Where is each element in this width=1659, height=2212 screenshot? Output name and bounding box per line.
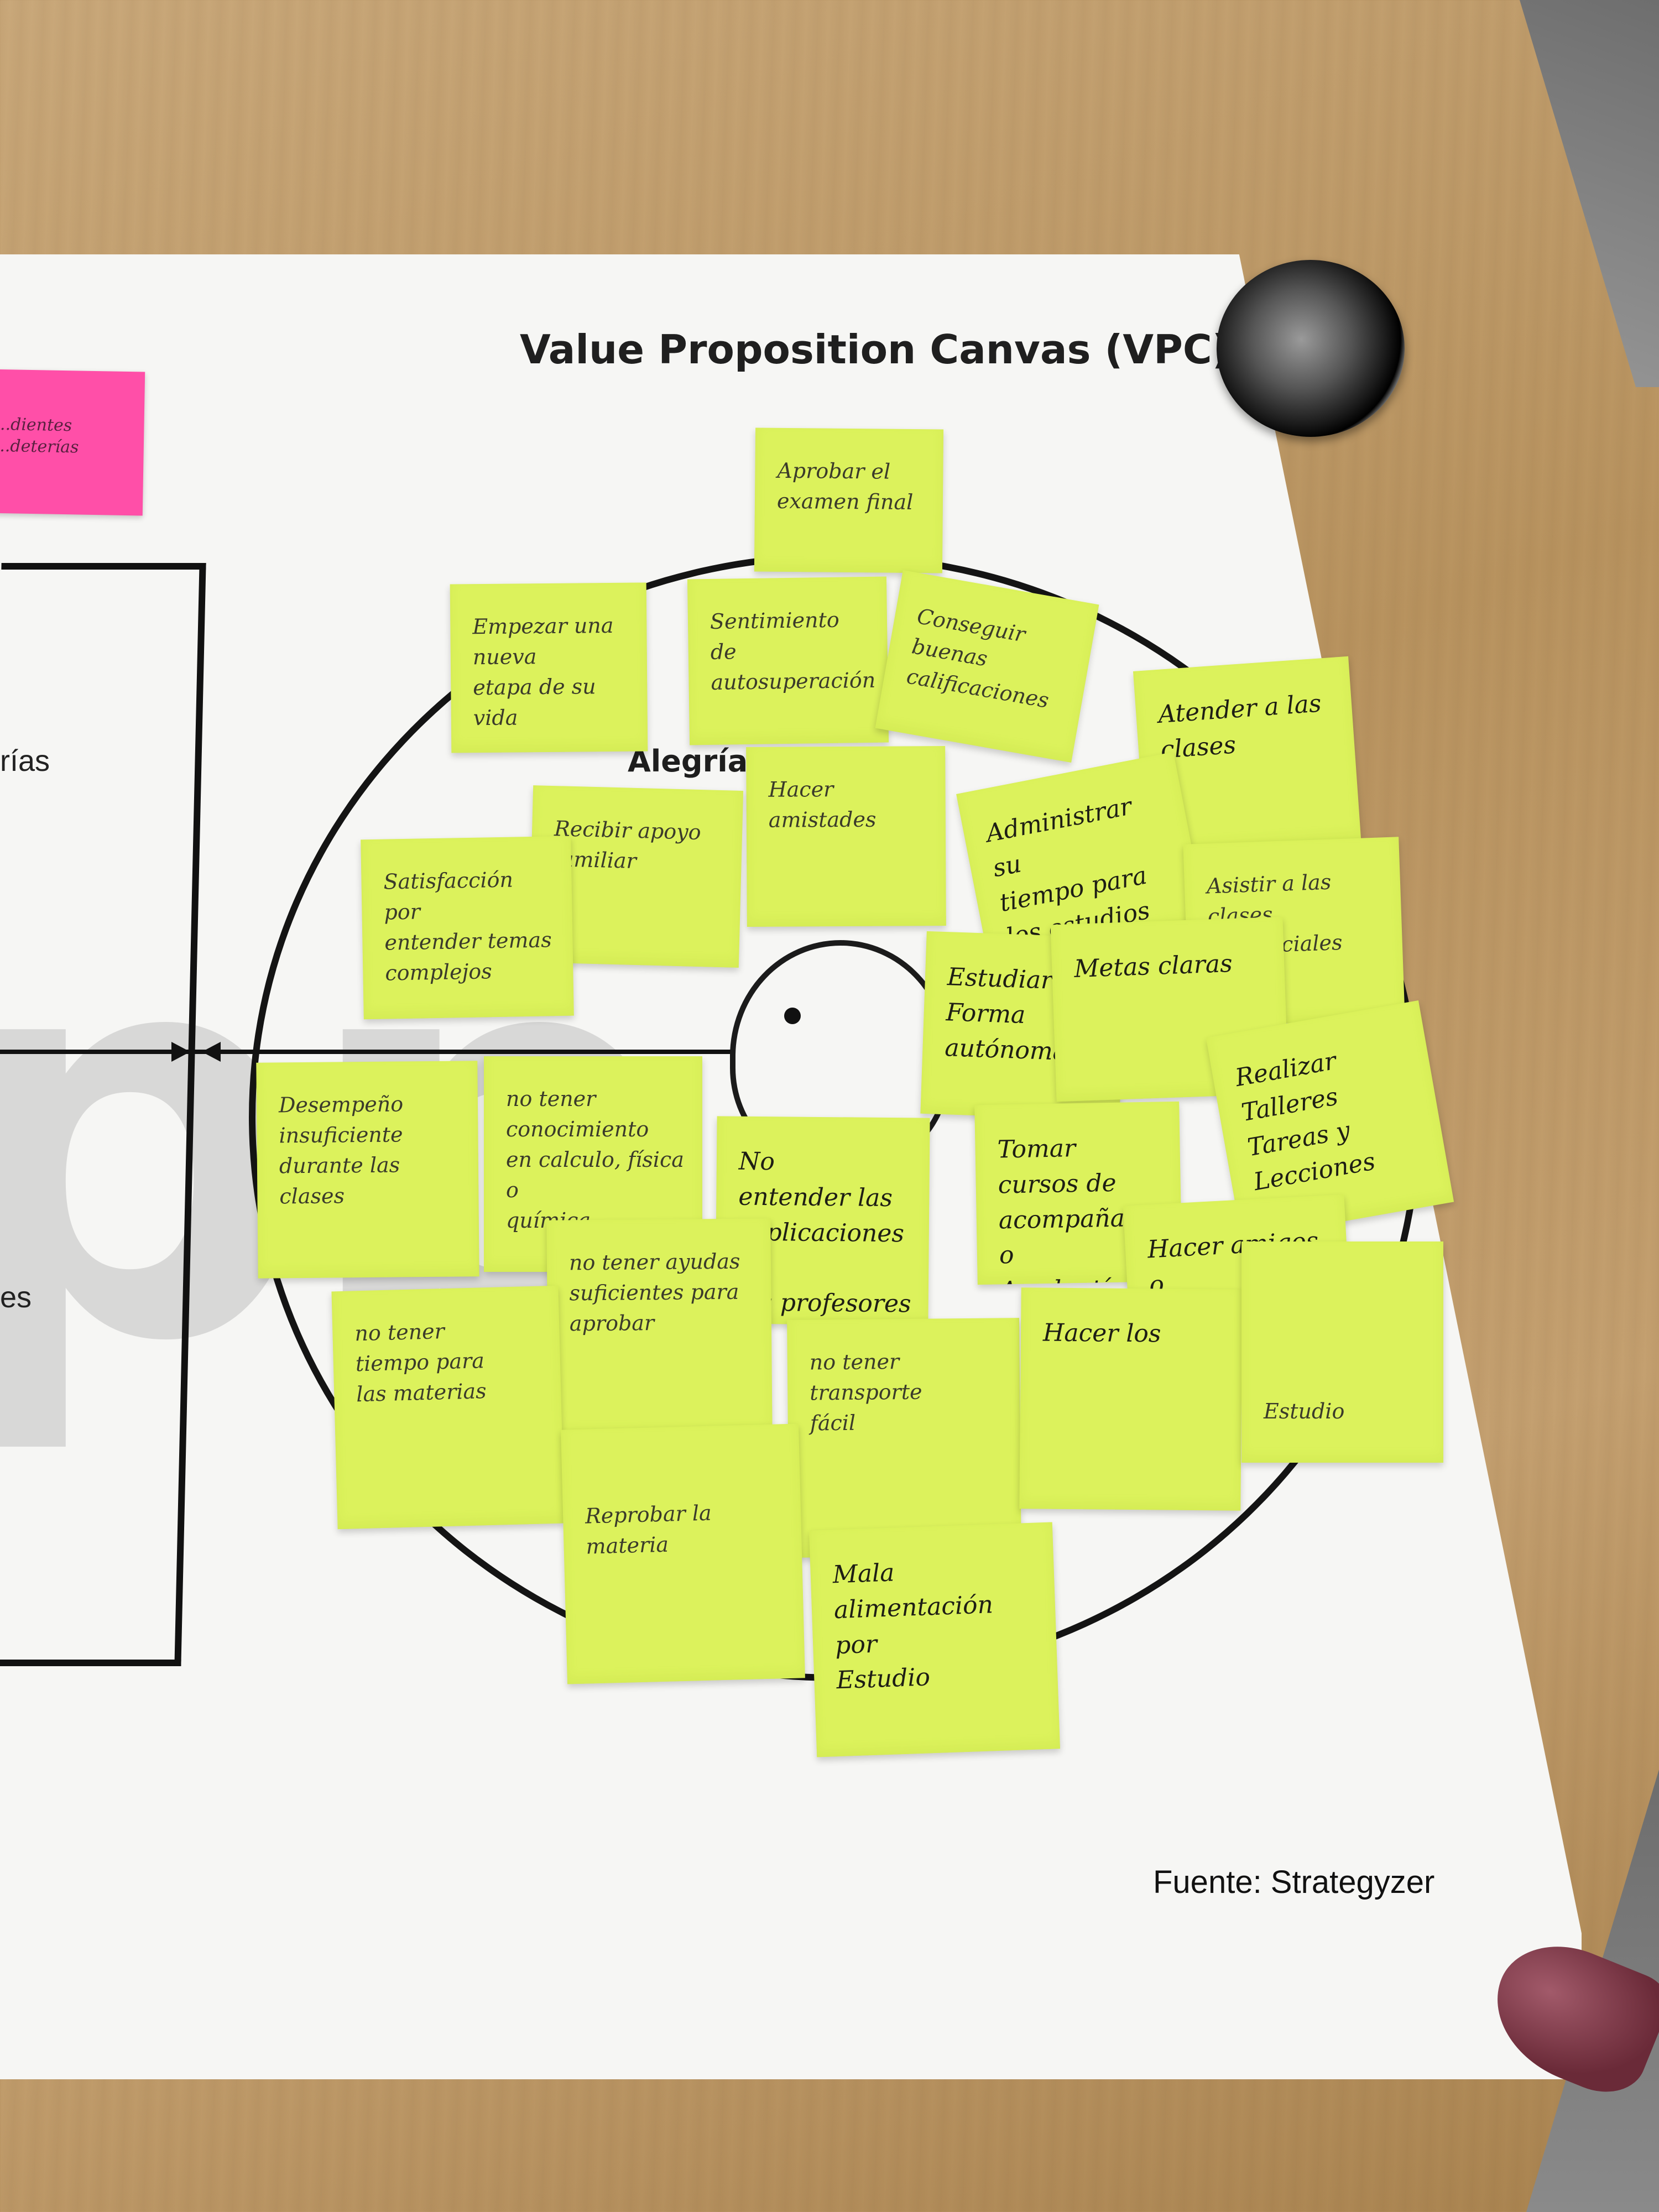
- note-text: Desempeño insuficiente durante las clase…: [278, 1092, 404, 1209]
- sticky-note[interactable]: Desempeño insuficiente durante las clase…: [256, 1061, 479, 1279]
- left-square-frame: [0, 563, 206, 1666]
- left-label-top: rías: [0, 744, 50, 778]
- source-credit: Fuente: Strategyzer: [1153, 1864, 1435, 1900]
- sticky-note[interactable]: Hacer los: [1019, 1287, 1243, 1511]
- sticky-note[interactable]: Reprobar la materia: [561, 1423, 805, 1684]
- note-text: Atender a las clases: [1157, 689, 1323, 764]
- note-text: Conseguir buenas calificaciones: [904, 604, 1051, 713]
- sticky-note[interactable]: Aprobar el examen final: [754, 427, 944, 573]
- note-text: Satisfacción por entender temas complejo…: [383, 867, 552, 985]
- sticky-note[interactable]: Satisfacción por entender temas complejo…: [361, 836, 574, 1020]
- sticky-note[interactable]: Hacer amistades: [746, 746, 946, 927]
- sticky-note[interactable]: Estudio: [1241, 1241, 1443, 1463]
- note-text: Aprobar el examen final: [776, 458, 914, 515]
- sticky-note[interactable]: no tener tiempo para las materias: [331, 1285, 565, 1530]
- sticky-note[interactable]: no tener transporte fácil: [787, 1318, 1021, 1558]
- poster-title: Value Proposition Canvas (VPC): [520, 326, 1230, 373]
- sticky-note[interactable]: no tener ayudas suficientes para aprobar: [546, 1218, 773, 1436]
- round-magnet: [1217, 260, 1405, 437]
- circle-label-gains: Alegrías: [628, 744, 766, 779]
- note-text: Estudio: [1264, 1399, 1345, 1423]
- sticky-note[interactable]: Empezar una nueva etapa de su vida: [450, 582, 648, 753]
- sticky-note[interactable]: Sentimiento de autosuperación: [687, 576, 889, 745]
- note-text: Hacer los: [1042, 1318, 1161, 1348]
- note-text: no tener conocimiento en calculo, física…: [506, 1087, 684, 1233]
- note-text: no tener tiempo para las materias: [354, 1319, 487, 1407]
- note-text: Metas claras: [1073, 950, 1233, 983]
- note-text: Reprobar la materia: [585, 1500, 712, 1559]
- arrow-right-icon: [171, 1042, 190, 1062]
- arrow-left-icon: [202, 1042, 221, 1062]
- note-text: Sentimiento de autosuperación: [709, 607, 876, 695]
- pink-note-text: ...dientes ...deterías: [0, 414, 79, 457]
- note-text: no tener ayudas suficientes para aprobar: [568, 1249, 740, 1336]
- note-text: Hacer amistades: [768, 777, 877, 832]
- sticky-note[interactable]: Conseguir buenas calificaciones: [875, 570, 1099, 763]
- sticky-note[interactable]: Mala alimentación por Estudio: [808, 1522, 1061, 1757]
- note-text: Mala alimentación por Estudio: [832, 1558, 994, 1695]
- note-text: no tener transporte fácil: [809, 1349, 922, 1436]
- note-text: Empezar una nueva etapa de su vida: [472, 613, 614, 731]
- pink-sticky-note[interactable]: ...dientes ...deterías: [0, 369, 145, 516]
- left-label-bottom: es: [0, 1281, 32, 1314]
- horizontal-axis-line: [0, 1050, 885, 1054]
- face-eye-icon: [784, 1008, 801, 1024]
- note-text: Realizar Talleres Tareas y Lecciones: [1233, 1046, 1378, 1197]
- note-text: Recibir apoyo familiar: [553, 816, 702, 874]
